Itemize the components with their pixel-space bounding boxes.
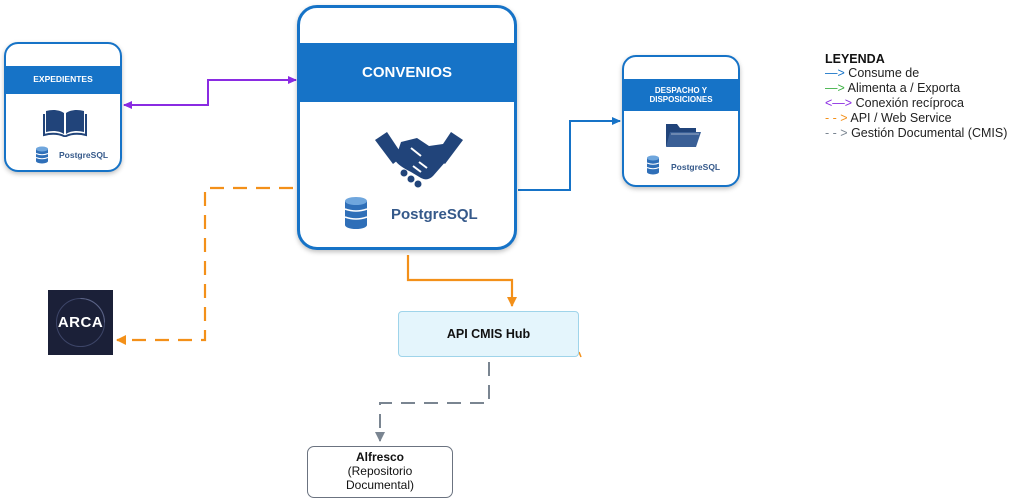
despacho-node[interactable]: DESPACHO Y DISPOSICIONES PostgreSQL	[622, 55, 740, 187]
legend-title: LEYENDA	[825, 52, 885, 66]
api-connector-cmis	[406, 255, 517, 307]
legend-item: —> Consume de	[825, 66, 1007, 81]
alfresco-subtitle: (Repositorio Documental)	[345, 464, 415, 492]
arca-node[interactable]: ARCA	[48, 290, 113, 355]
legend-label: API / Web Service	[850, 111, 952, 125]
convenios-db-label: PostgreSQL	[391, 206, 478, 223]
legend-label: Alimenta a / Exporta	[847, 81, 961, 95]
legend-label: Gestión Documental (CMIS)	[851, 126, 1008, 140]
legend-arrow-api: - - >	[825, 111, 848, 125]
legend-item: <—> Conexión recíproca	[825, 96, 1007, 111]
convenios-title: CONVENIOS	[300, 43, 514, 102]
legend-arrow-cmis: - - >	[825, 126, 848, 140]
reciprocal-connector	[123, 76, 297, 109]
api-cmis-hub-node[interactable]: API CMIS Hub	[398, 311, 579, 357]
despacho-title: DESPACHO Y DISPOSICIONES	[624, 79, 738, 111]
open-book-icon	[43, 109, 87, 137]
alfresco-node[interactable]: Alfresco (Repositorio Documental)	[307, 446, 453, 498]
api-box-tick	[578, 351, 582, 358]
legend-arrow-consume: —>	[825, 66, 845, 80]
database-icon	[344, 197, 368, 229]
legend-label: Consume de	[848, 66, 920, 80]
legend-item: —> Alimenta a / Exporta	[825, 81, 1007, 96]
legend-item: - - > API / Web Service	[825, 111, 1007, 126]
database-icon	[646, 155, 660, 175]
legend: LEYENDA —> Consume de —> Alimenta a / Ex…	[825, 52, 1007, 141]
expedientes-db-label: PostgreSQL	[59, 150, 109, 160]
despacho-db-label: PostgreSQL	[671, 162, 721, 172]
cmis-connector-alfresco	[375, 362, 490, 442]
legend-arrow-feeds: —>	[825, 81, 845, 95]
handshake-icon	[375, 132, 463, 188]
arca-label: ARCA	[57, 314, 104, 331]
folder-icon	[666, 124, 701, 147]
convenios-node[interactable]: CONVENIOS PostgreSQL	[297, 5, 517, 250]
legend-arrow-reciprocal: <—>	[825, 96, 853, 110]
legend-item: - - > Gestión Documental (CMIS)	[825, 126, 1007, 141]
api-cmis-hub-label: API CMIS Hub	[446, 327, 531, 341]
consume-connector	[518, 117, 621, 191]
expedientes-title: EXPEDIENTES	[6, 66, 120, 94]
database-icon	[35, 146, 49, 164]
api-connector-arca	[116, 186, 293, 345]
expedientes-node[interactable]: EXPEDIENTES PostgreSQL	[4, 42, 122, 172]
arca-ring	[56, 298, 105, 347]
legend-label: Conexión recíproca	[855, 96, 964, 110]
alfresco-title: Alfresco	[355, 450, 405, 464]
